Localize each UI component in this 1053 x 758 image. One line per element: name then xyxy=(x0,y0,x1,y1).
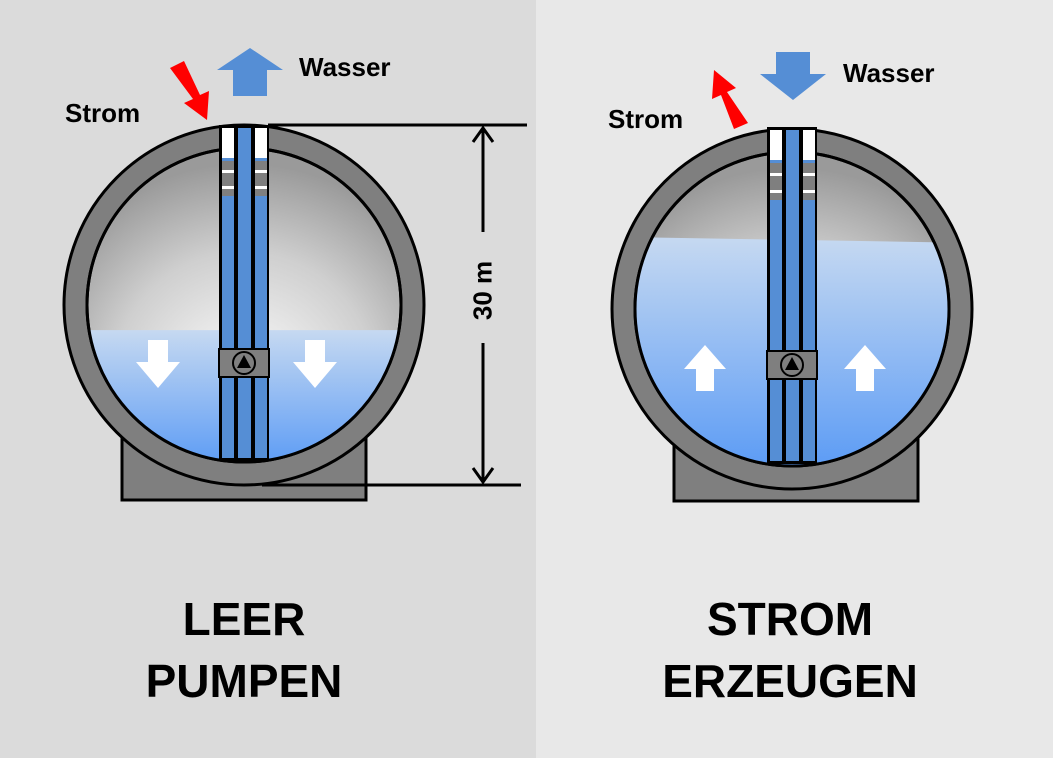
caption-right-line1: STROM xyxy=(706,593,874,645)
storage-sphere-right xyxy=(610,127,974,503)
storage-sphere-left xyxy=(62,123,426,502)
flow-arrow-down-icon xyxy=(293,340,337,388)
strom-label-right: Strom xyxy=(608,104,684,134)
flow-arrow-down-icon xyxy=(136,340,180,388)
wasser-label-right: Wasser xyxy=(843,58,935,88)
caption-left-line2: PUMPEN xyxy=(145,655,343,707)
turbine-icon xyxy=(780,353,804,377)
turbine-shaft-right xyxy=(766,127,818,464)
flow-arrow-up-icon xyxy=(844,345,886,391)
pump-icon xyxy=(232,351,256,375)
wasser-arrow-down-icon xyxy=(760,52,826,100)
strom-label-left: Strom xyxy=(65,98,141,128)
caption-left: LEER PUMPEN xyxy=(94,588,394,712)
height-dimension xyxy=(262,123,527,487)
caption-right-line2: ERZEUGEN xyxy=(662,655,918,707)
strom-arrow-in-icon xyxy=(170,61,209,120)
dimension-label: 30 m xyxy=(467,260,498,321)
turbine-shaft-left xyxy=(218,125,270,461)
wasser-label-left: Wasser xyxy=(299,52,391,82)
caption-left-line1: LEER xyxy=(182,593,306,645)
caption-right: STROM ERZEUGEN xyxy=(640,588,940,712)
flow-arrow-up-icon xyxy=(684,345,726,391)
strom-arrow-out-icon xyxy=(712,70,748,129)
wasser-arrow-up-icon xyxy=(217,48,283,96)
